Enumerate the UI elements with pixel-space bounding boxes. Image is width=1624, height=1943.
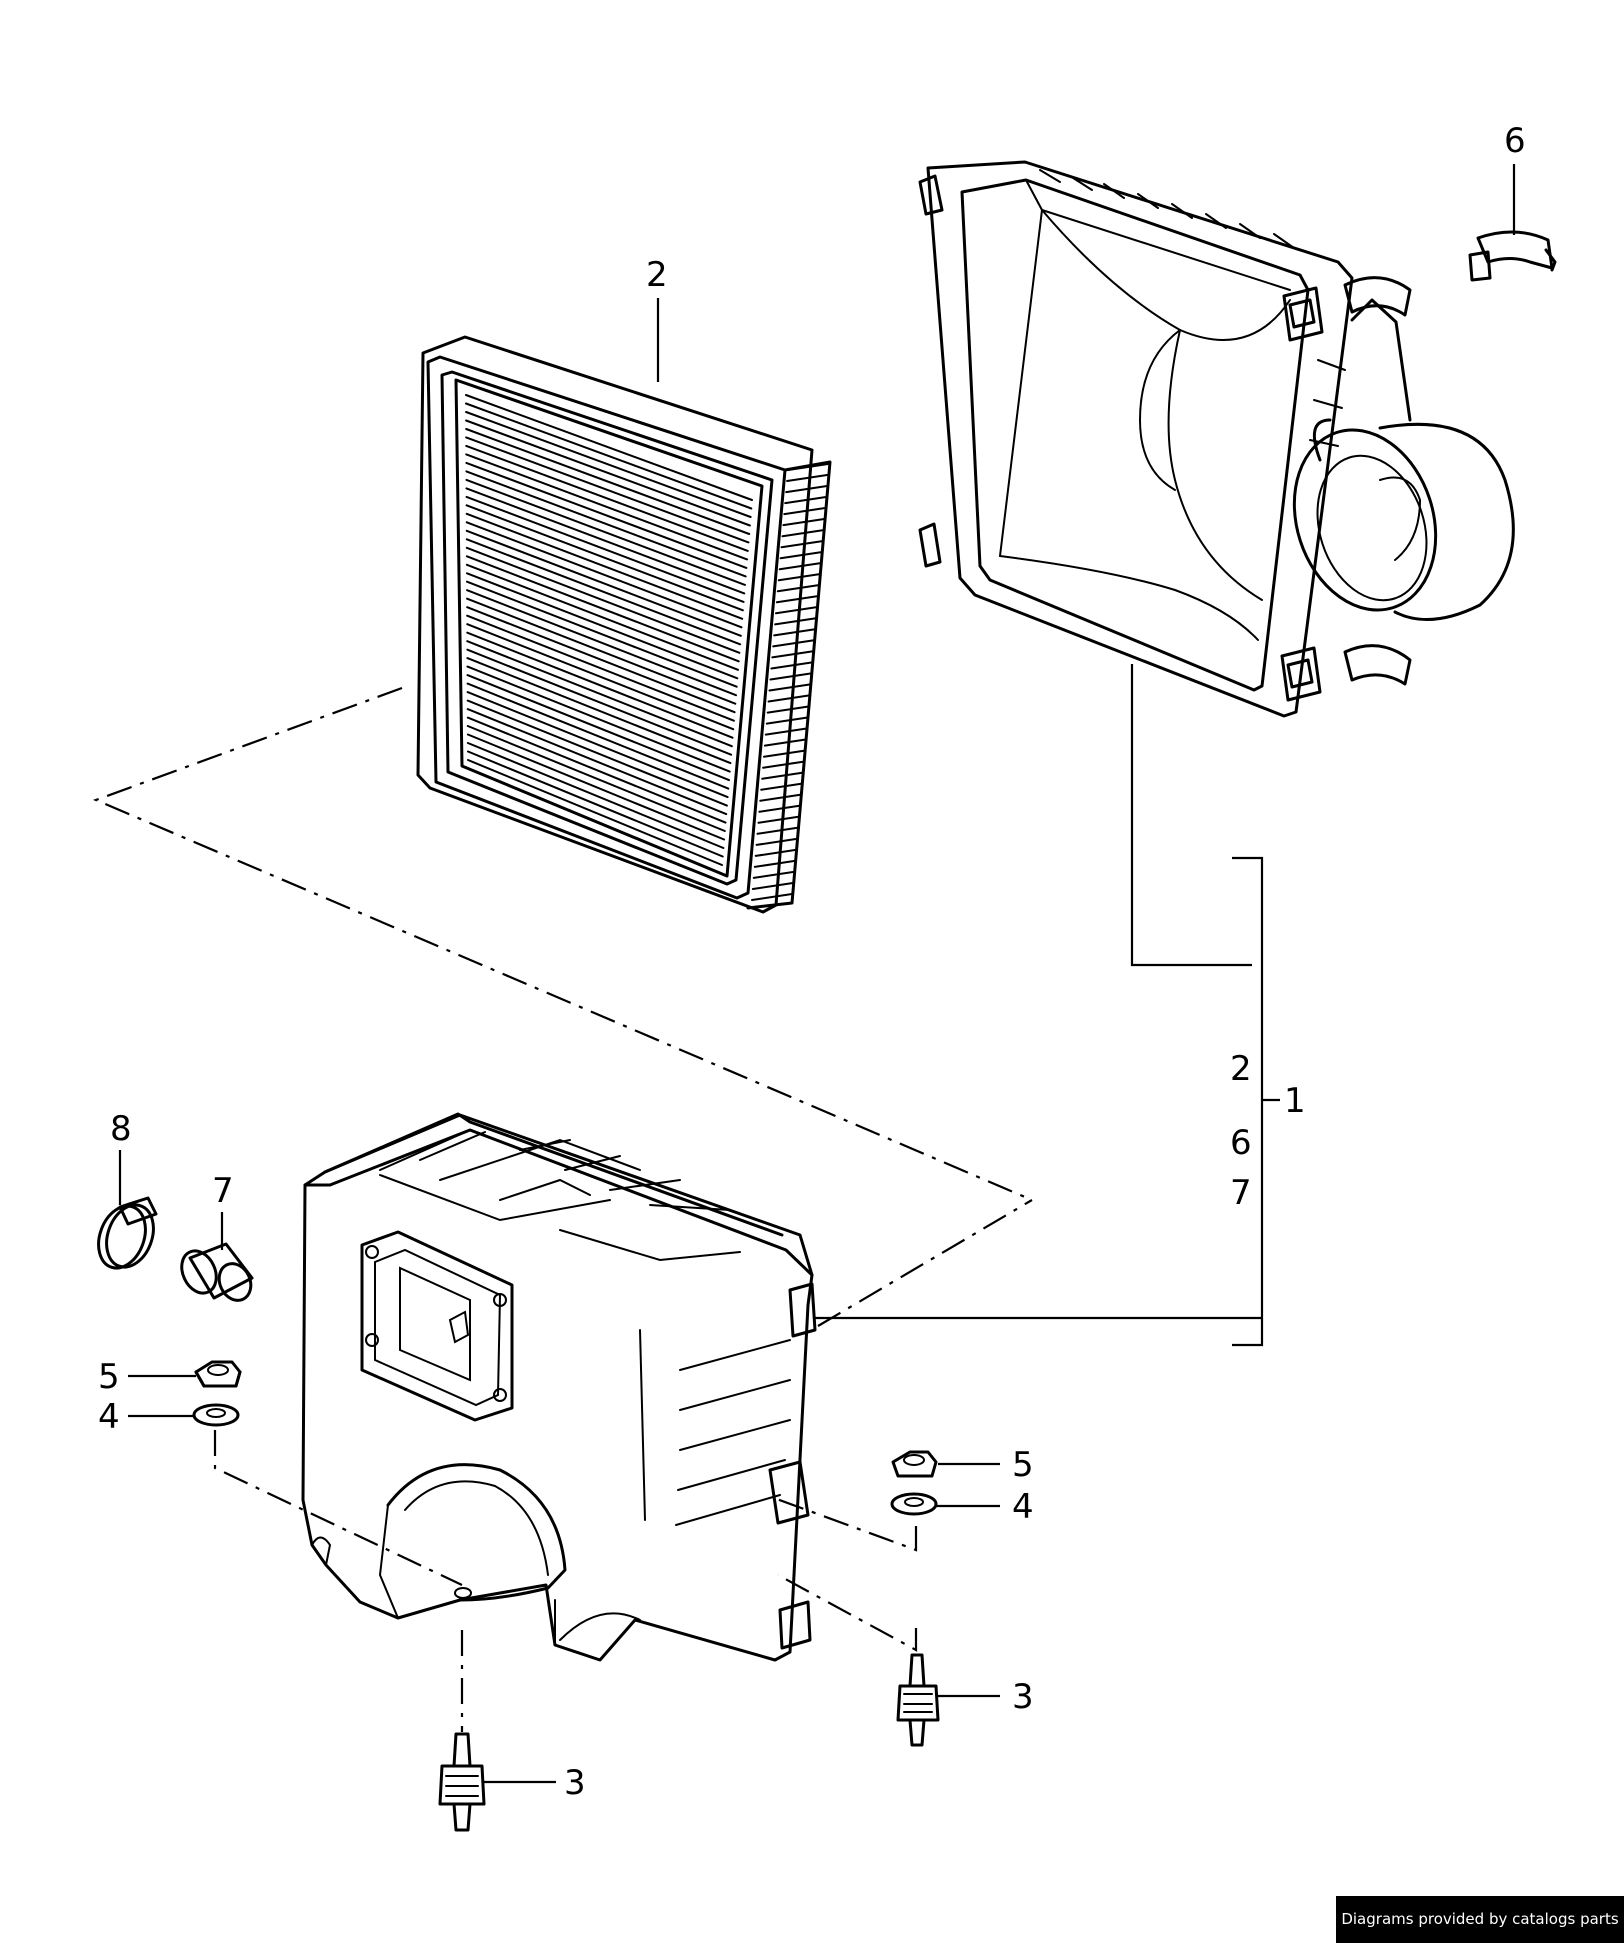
- callout-5-nut-left: 5: [98, 1357, 120, 1397]
- nut-left: [194, 1360, 242, 1388]
- air-filter-cover: [918, 160, 1515, 718]
- air-filter-housing: [301, 1112, 817, 1662]
- callout-2-filter: 2: [646, 255, 668, 295]
- callout-1-assembly: 1: [1284, 1081, 1306, 1121]
- retaining-clip: [1468, 230, 1557, 282]
- nut-right: [891, 1450, 938, 1478]
- callout-6-clip: 6: [1504, 121, 1526, 161]
- callout-4-washer-right: 4: [1012, 1487, 1034, 1527]
- plug: [180, 1242, 254, 1302]
- callout-bracket-6: 6: [1230, 1123, 1252, 1163]
- rubber-mount-right: [896, 1653, 940, 1747]
- callout-7-plug: 7: [212, 1171, 234, 1211]
- rubber-mount-bottom: [438, 1732, 486, 1832]
- callout-3-mount-right: 3: [1012, 1677, 1034, 1717]
- callout-3-mount-bottom: 3: [564, 1763, 586, 1803]
- air-filter-element: [416, 335, 832, 914]
- washer-right: [890, 1492, 938, 1516]
- callout-8-clamp: 8: [110, 1109, 132, 1149]
- callout-bracket-2: 2: [1230, 1049, 1252, 1089]
- credit-badge: Diagrams provided by catalogs parts: [1336, 1896, 1624, 1943]
- callout-4-washer-left: 4: [98, 1397, 120, 1437]
- callout-5-nut-right: 5: [1012, 1445, 1034, 1485]
- washer-left: [192, 1403, 240, 1427]
- hose-clamp: [97, 1196, 158, 1270]
- callout-bracket-7: 7: [1230, 1173, 1252, 1213]
